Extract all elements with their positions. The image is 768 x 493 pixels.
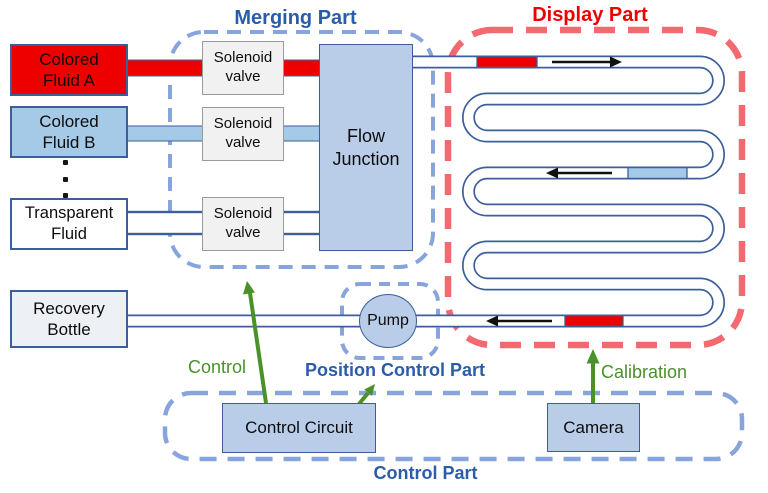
merging-part-boundary — [168, 30, 435, 269]
red-fluid-plug-top — [476, 55, 538, 69]
control-arrow-icon — [243, 281, 268, 404]
recovery-bottle-box: Recovery Bottle — [10, 290, 128, 348]
control-part-title: Control Part — [373, 463, 478, 483]
control-circuit-box: Control Circuit — [222, 403, 376, 453]
camera-box: Camera — [547, 403, 640, 452]
pump-circle: Pump — [359, 294, 417, 348]
vertical-ellipsis-icon — [52, 160, 78, 198]
calibration-annotation: Calibration — [601, 362, 688, 382]
solenoid-valve-3-box: Solenoid valve — [202, 197, 284, 251]
transparent-fluid-box: Transparent Fluid — [10, 198, 128, 250]
colored-fluid-a-box: Colored Fluid A — [10, 44, 128, 96]
control-annotation: Control — [187, 357, 247, 377]
red-fluid-plug-bottom — [564, 314, 624, 328]
flow-junction-box: Flow Junction — [319, 44, 413, 251]
calibration-arrow-icon — [586, 349, 600, 403]
solenoid-valve-2-box: Solenoid valve — [202, 107, 284, 161]
display-part-boundary — [444, 26, 746, 349]
control-arrow-to-pump-icon — [357, 384, 375, 406]
position-control-part-title: Position Control Part — [305, 360, 485, 380]
solenoid-valve-1-box: Solenoid valve — [202, 41, 284, 95]
control-part-boundary — [162, 390, 745, 462]
merging-part-title: Merging Part — [234, 7, 357, 29]
colored-fluid-b-box: Colored Fluid B — [10, 106, 128, 158]
flow-arrow-right-icon — [552, 56, 622, 68]
display-part-title: Display Part — [532, 4, 648, 26]
blue-fluid-plug-middle — [627, 166, 688, 180]
flow-arrow-left-icon — [546, 167, 612, 179]
serpentine-channel-bore — [126, 57, 724, 326]
position-control-part-boundary — [340, 282, 440, 360]
flow-arrow-left-bottom-icon — [486, 315, 552, 327]
